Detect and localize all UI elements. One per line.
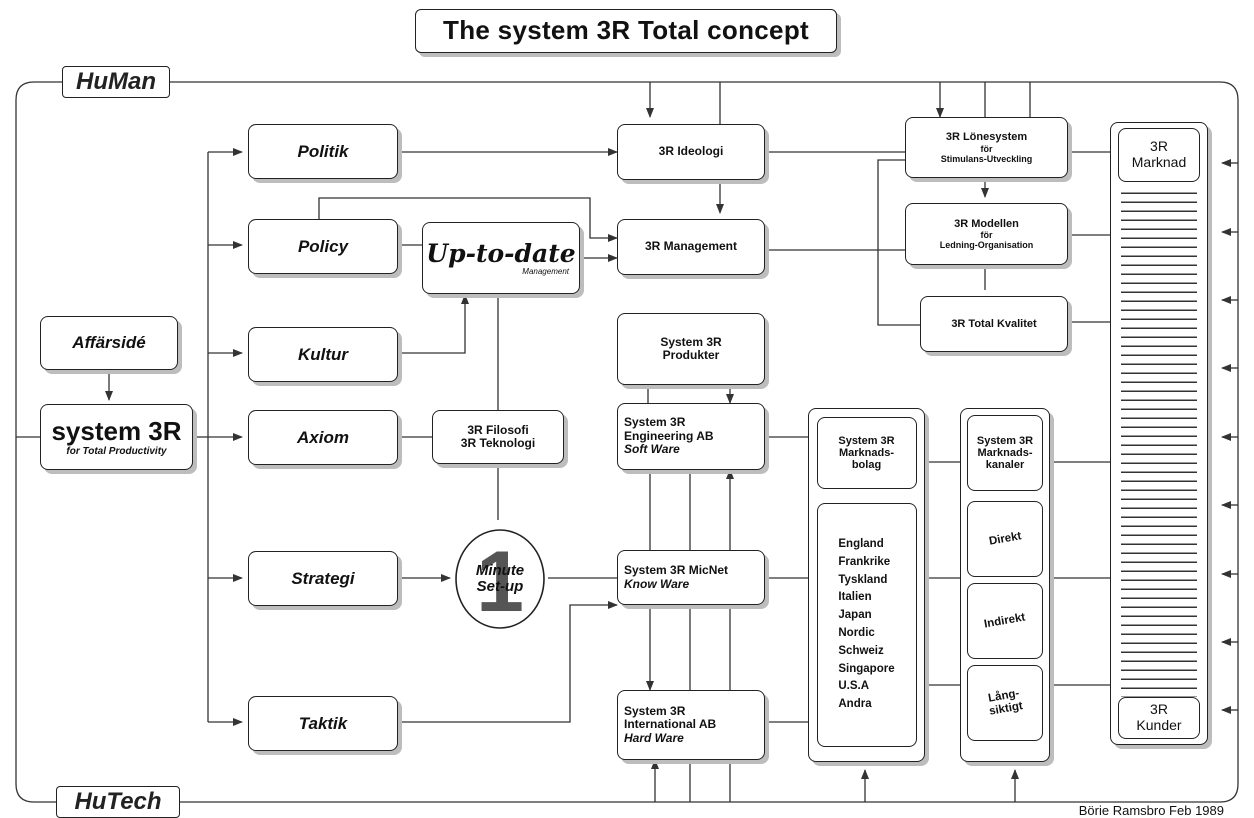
system3r-title: system 3R	[51, 415, 182, 446]
langsiktigt-label: Lång- siktigt	[986, 687, 1024, 718]
lonesystem-line2: för	[980, 143, 993, 154]
market-lines	[1121, 185, 1197, 697]
country-item: Italien	[838, 591, 872, 604]
marknadsbolag-title-box: System 3R Marknads- bolag	[816, 417, 917, 489]
axiom-box: Axiom	[248, 410, 398, 465]
kanaler-column: System 3R Marknads- kanaler Direkt Indir…	[960, 408, 1050, 762]
engineering-line1: System 3R	[624, 415, 686, 430]
country-item: Nordic	[838, 627, 875, 639]
indirekt-box: Indirekt	[967, 583, 1043, 659]
modellen-line2: för	[980, 230, 993, 241]
micnet-box: System 3R MicNet Know Ware	[617, 550, 765, 605]
kultur-box: Kultur	[248, 327, 398, 382]
minute-numeral: 1	[476, 534, 524, 630]
minute-setup-text: Minute Set-up	[453, 527, 547, 631]
system3r-box: system 3R for Total Productivity	[40, 404, 193, 470]
micnet-line2: Know Ware	[624, 576, 690, 591]
country-item: Singapore	[838, 662, 895, 675]
kanaler-title-box: System 3R Marknads- kanaler	[967, 415, 1043, 491]
teknologi-line: 3R Teknologi	[460, 436, 536, 450]
uptodate-subtitle: Management	[522, 266, 569, 276]
marknad-line2: Marknad	[1131, 154, 1187, 170]
lonesystem-line1: 3R Lönesystem	[945, 131, 1028, 144]
politik-box: Politik	[248, 124, 398, 179]
country-item: Frankrike	[838, 555, 891, 568]
uptodate-title: Up-to-date	[426, 238, 576, 268]
country-item: Tyskland	[838, 573, 888, 586]
marknadsbolag-line2: Marknads-	[838, 446, 895, 459]
country-list: England Frankrike Tyskland Italien Japan…	[838, 536, 894, 714]
system3r-subtitle: for Total Productivity	[66, 445, 167, 457]
kunder-line2: Kunder	[1136, 717, 1182, 733]
country-item: Andra	[838, 698, 872, 711]
filosofi-line: 3R Filosofi	[467, 422, 529, 437]
uptodate-management-box: Up-to-date Management	[422, 222, 580, 294]
produkter-box: System 3R Produkter	[617, 313, 765, 385]
marknadsbolag-line3: bolag	[851, 459, 882, 472]
lonesystem-line3: Stimulans-Utveckling	[940, 153, 1033, 164]
direkt-label: Direkt	[987, 529, 1023, 548]
kanaler-line3: kanaler	[985, 459, 1025, 472]
engineering-box: System 3R Engineering AB Soft Ware	[617, 403, 765, 470]
author-credit: Börie Ramsbro Feb 1989	[1078, 803, 1224, 818]
langsiktigt-box: Lång- siktigt	[967, 665, 1043, 741]
minute-setup-icon: 1	[455, 529, 545, 630]
marknadsbolag-line1: System 3R	[838, 434, 895, 447]
country-list-box: England Frankrike Tyskland Italien Japan…	[816, 503, 917, 747]
kunder-line1: 3R	[1150, 701, 1168, 718]
country-item: Japan	[838, 609, 872, 622]
produkter-line2: Produkter	[662, 348, 720, 362]
management-box: 3R Management	[617, 219, 765, 275]
marknad-line1: 3R	[1150, 138, 1168, 155]
international-line2: International AB	[624, 717, 717, 732]
diagram-title: The system 3R Total concept	[415, 9, 837, 53]
huTech-label: HuTech	[56, 786, 180, 818]
kanaler-line1: System 3R	[976, 434, 1034, 447]
direkt-box: Direkt	[967, 501, 1043, 577]
international-box: System 3R International AB Hard Ware	[617, 690, 765, 760]
strategi-box: Strategi	[248, 551, 398, 606]
international-line1: System 3R	[624, 703, 686, 718]
international-line3: Hard Ware	[624, 730, 684, 745]
filosofi-box: 3R Filosofi 3R Teknologi	[432, 410, 564, 464]
engineering-line3: Soft Ware	[624, 442, 680, 457]
kunder-box: 3R Kunder	[1118, 697, 1200, 739]
taktik-box: Taktik	[248, 696, 398, 751]
huMan-label: HuMan	[62, 66, 170, 98]
ideologi-box: 3R Ideologi	[617, 124, 765, 180]
country-item: Schweiz	[838, 644, 884, 657]
modellen-line1: 3R Modellen	[954, 217, 1019, 230]
marknadsbolag-column: System 3R Marknads- bolag England Frankr…	[808, 408, 925, 762]
modellen-line3: Ledning-Organisation	[939, 240, 1034, 251]
lonesystem-box: 3R Lönesystem för Stimulans-Utveckling	[905, 117, 1068, 178]
one-minute-setup-logo: 1 Minute Set-up	[453, 527, 547, 631]
minute-line: Minute	[475, 562, 525, 580]
country-item: U.S.A	[838, 680, 870, 693]
kanaler-line2: Marknads-	[977, 446, 1033, 459]
indirekt-label: Indirekt	[983, 611, 1027, 631]
setup-line: Set-up	[476, 578, 524, 595]
engineering-line2: Engineering AB	[624, 428, 714, 443]
country-item: England	[838, 537, 884, 550]
policy-box: Policy	[248, 219, 398, 274]
total-kvalitet-box: 3R Total Kvalitet	[920, 296, 1068, 352]
micnet-line1: System 3R MicNet	[624, 563, 729, 578]
affarside-box: Affärsidé	[40, 316, 178, 370]
modellen-box: 3R Modellen för Ledning-Organisation	[905, 203, 1068, 265]
marknad-title-box: 3R Marknad	[1118, 128, 1200, 182]
produkter-line1: System 3R	[660, 334, 722, 349]
